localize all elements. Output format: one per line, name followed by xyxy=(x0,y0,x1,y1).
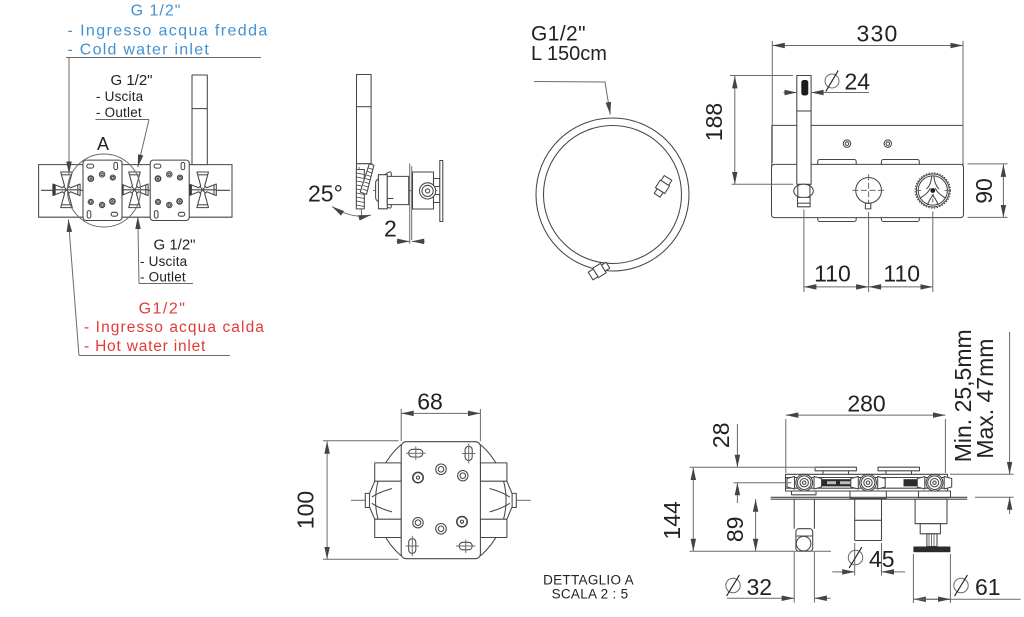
svg-text:32: 32 xyxy=(747,574,773,600)
svg-text:- Outlet: - Outlet xyxy=(140,270,186,285)
svg-text:330: 330 xyxy=(857,21,899,47)
svg-text:110: 110 xyxy=(814,261,851,287)
svg-text:L 150cm: L 150cm xyxy=(531,43,607,65)
svg-text:25°: 25° xyxy=(308,181,343,207)
svg-text:Max. 47mm: Max. 47mm xyxy=(972,339,998,459)
svg-text:24: 24 xyxy=(845,69,871,95)
svg-text:2: 2 xyxy=(384,216,397,242)
svg-text:G 1/2": G 1/2" xyxy=(110,72,152,89)
svg-text:280: 280 xyxy=(847,391,885,417)
svg-text:- Uscita: - Uscita xyxy=(96,89,144,104)
svg-text:110: 110 xyxy=(883,261,920,287)
svg-text:89: 89 xyxy=(722,517,748,543)
svg-text:- Uscita: - Uscita xyxy=(140,254,188,269)
svg-text:28: 28 xyxy=(708,423,734,449)
svg-text:G1/2": G1/2" xyxy=(531,23,586,46)
svg-text:90: 90 xyxy=(971,178,997,204)
svg-text:188: 188 xyxy=(701,103,727,141)
svg-text:DETTAGLIO A: DETTAGLIO A xyxy=(543,573,634,588)
svg-text:- Ingresso acqua calda: - Ingresso acqua calda xyxy=(84,319,265,336)
svg-text:68: 68 xyxy=(417,389,443,415)
svg-text:G 1/2": G 1/2" xyxy=(153,237,195,254)
svg-text:Min. 25,5mm: Min. 25,5mm xyxy=(950,329,976,462)
svg-text:G1/2": G1/2" xyxy=(139,301,187,318)
svg-text:100: 100 xyxy=(293,491,319,529)
svg-text:- Cold water inlet: - Cold water inlet xyxy=(68,42,211,59)
svg-text:A: A xyxy=(97,134,109,154)
svg-text:G 1/2": G 1/2" xyxy=(131,3,182,20)
svg-text:- Outlet: - Outlet xyxy=(96,105,142,120)
svg-text:144: 144 xyxy=(659,501,685,540)
svg-text:SCALA 2 : 5: SCALA 2 : 5 xyxy=(552,587,629,602)
svg-text:- Ingresso acqua fredda: - Ingresso acqua fredda xyxy=(68,23,269,40)
svg-text:45: 45 xyxy=(869,546,895,572)
svg-text:61: 61 xyxy=(975,574,1001,600)
svg-text:- Hot water inlet: - Hot water inlet xyxy=(84,338,206,355)
